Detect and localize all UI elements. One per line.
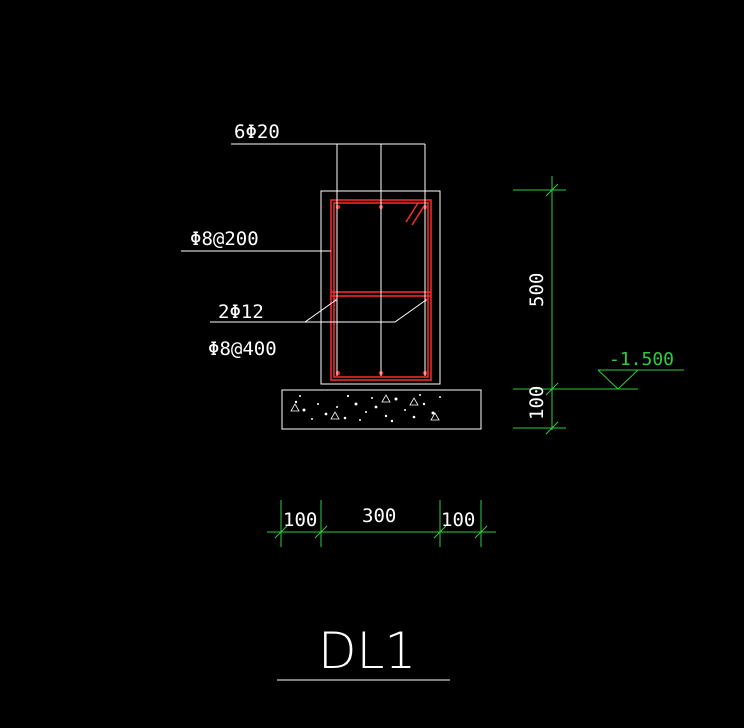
dim-beam-height: 500: [526, 273, 548, 307]
dim-right-offset: 100: [441, 509, 475, 531]
concrete-hatch: [290, 394, 441, 423]
dim-left-offset: 100: [283, 509, 317, 531]
stirrup-hook: [405, 202, 419, 223]
elevation-label: -1.500: [609, 349, 674, 370]
dim-cushion-thickness: 100: [526, 386, 548, 420]
label-leaders: [181, 143, 427, 323]
label-stirrup: Φ8@200: [190, 228, 259, 250]
dim-beam-width: 300: [362, 505, 396, 527]
label-top-bars: 6Φ20: [234, 121, 280, 143]
elevation-marker: [552, 369, 684, 390]
label-tie-bars: Φ8@400: [208, 338, 277, 360]
horizontal-dimension: [267, 500, 496, 547]
label-waist-bars: 2Φ12: [218, 301, 264, 323]
bar-guide-lines: [336, 143, 426, 376]
concrete-cushion: [281, 389, 482, 430]
drawing-title: DL1: [318, 622, 416, 680]
